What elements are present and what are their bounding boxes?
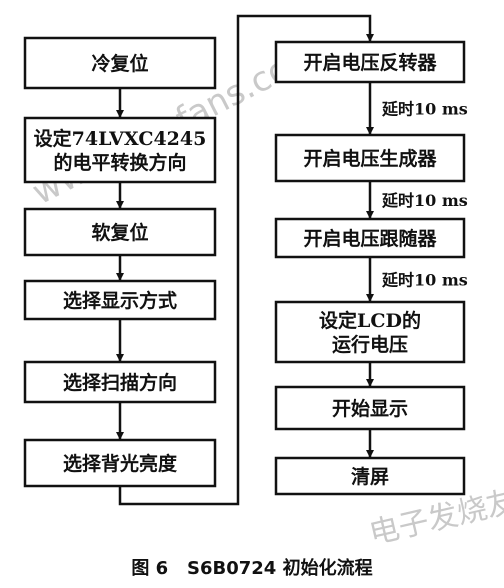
left-step-label: 选择背光亮度 xyxy=(63,452,178,475)
right-step-label: 开启电压反转器 xyxy=(303,51,437,74)
left-step-box xyxy=(23,116,217,184)
right-step-box xyxy=(274,40,466,84)
right-step-1: 开启电压反转器 xyxy=(274,40,466,84)
left-step-1: 冷复位 xyxy=(23,36,217,90)
left-step-box xyxy=(23,207,217,257)
left-step-label: 的电平转换方向 xyxy=(53,151,186,174)
right-step-box xyxy=(274,385,466,431)
right-step-2: 开启电压生成器 xyxy=(274,133,466,183)
left-step-3: 软复位 xyxy=(23,207,217,257)
right-step-label: 设定LCD的 xyxy=(319,309,421,332)
right-step-label: 清屏 xyxy=(351,465,389,488)
left-step-label: 选择显示方式 xyxy=(63,289,177,312)
delay-label: 延时10 ms xyxy=(381,100,468,119)
right-step-label: 开启电压生成器 xyxy=(303,147,437,170)
left-column: 冷复位设定74LVXC4245的电平转换方向软复位选择显示方式选择扫描方向选择背… xyxy=(23,36,217,488)
right-step-box xyxy=(274,300,466,364)
left-step-5: 选择扫描方向 xyxy=(23,360,217,404)
left-step-label: 软复位 xyxy=(91,221,148,244)
left-step-label: 冷复位 xyxy=(91,52,148,75)
figure-caption: 图 6 S6B0724 初始化流程 xyxy=(131,557,372,579)
left-step-label: 设定74LVXC4245 xyxy=(34,127,207,150)
left-step-4: 选择显示方式 xyxy=(23,279,217,321)
left-step-6: 选择背光亮度 xyxy=(23,438,217,488)
right-step-label: 运行电压 xyxy=(332,333,408,356)
left-step-box xyxy=(23,360,217,404)
right-step-label: 开启电压跟随器 xyxy=(303,227,437,250)
delay-label: 延时10 ms xyxy=(381,191,468,210)
connectors xyxy=(116,14,374,506)
right-step-label: 开始显示 xyxy=(332,397,408,420)
left-step-box xyxy=(23,438,217,488)
left-step-box xyxy=(23,36,217,90)
right-step-box xyxy=(274,217,466,259)
delay-label: 延时10 ms xyxy=(381,271,468,290)
left-step-box xyxy=(23,279,217,321)
right-step-box xyxy=(274,133,466,183)
delay-labels: 延时10 ms 延时10 ms 延时10 ms xyxy=(381,100,468,290)
right-step-box xyxy=(274,456,466,496)
column-link-connector xyxy=(118,14,374,506)
right-step-6: 清屏 xyxy=(274,456,466,496)
right-step-3: 开启电压跟随器 xyxy=(274,217,466,259)
left-step-label: 选择扫描方向 xyxy=(63,371,177,394)
right-step-5: 开始显示 xyxy=(274,385,466,431)
